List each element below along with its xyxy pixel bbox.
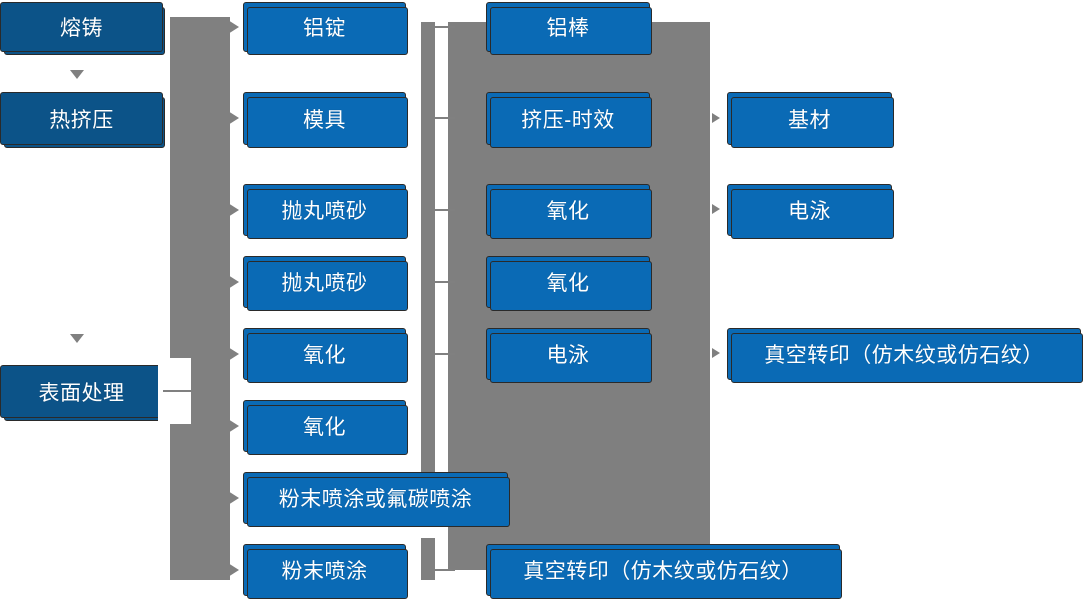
output-label: 真空转印（仿木纹或仿石纹） — [764, 344, 1044, 367]
stage-label: 表面处理 — [38, 381, 125, 405]
rail-tick-2 — [435, 117, 455, 119]
rail-tick-4 — [435, 281, 455, 283]
treatment-box-extrusion-aging[interactable]: 挤压-时效 — [486, 92, 652, 148]
material-box-powder-coating[interactable]: 粉末喷涂 — [243, 544, 408, 599]
output-box-substrate[interactable]: 基材 — [727, 92, 894, 148]
trunk-arrow-to-material-2 — [228, 111, 239, 125]
stage-box-surface-treatment[interactable]: 表面处理 — [0, 365, 165, 421]
trunk-down-arrow-1 — [70, 70, 84, 79]
output-label: 电泳 — [788, 200, 831, 223]
rail-tick-7 — [435, 569, 455, 571]
panel-arrow-to-output-1 — [712, 113, 720, 123]
stage-label: 热挤压 — [49, 108, 114, 132]
material-box-shot-blasting-2[interactable]: 抛丸喷砂 — [243, 256, 408, 311]
treatment-label: 氧化 — [546, 200, 590, 223]
material-label: 氧化 — [303, 344, 346, 367]
rail-tick-1 — [435, 26, 455, 28]
middle-rail-lower — [421, 538, 435, 580]
treatment-label: 真空转印（仿木纹或仿石纹） — [523, 560, 803, 583]
material-box-oxidation-2[interactable]: 氧化 — [243, 400, 408, 455]
stage-box-melting-casting[interactable]: 熔铸 — [0, 2, 165, 55]
treatment-box-electrophoresis[interactable]: 电泳 — [486, 328, 652, 383]
trunk-arrow-to-material-4 — [228, 275, 239, 289]
material-box-oxidation-1[interactable]: 氧化 — [243, 328, 408, 383]
material-label: 模具 — [303, 108, 346, 132]
rail-tick-3 — [435, 209, 455, 211]
trunk-arrow-to-material-7 — [228, 491, 239, 505]
material-label: 粉末喷涂或氟碳喷涂 — [278, 488, 473, 511]
treatment-label: 电泳 — [546, 344, 590, 367]
material-label: 抛丸喷砂 — [281, 200, 368, 223]
trunk-lower-segment — [170, 424, 230, 580]
treatment-box-vacuum-transfer-printing[interactable]: 真空转印（仿木纹或仿石纹） — [486, 544, 842, 599]
surface-treatment-connector — [163, 390, 193, 392]
output-label: 基材 — [788, 108, 831, 132]
material-label: 抛丸喷砂 — [281, 272, 368, 295]
trunk-arrow-to-material-1 — [228, 20, 239, 34]
stage-box-hot-extrusion[interactable]: 热挤压 — [0, 92, 165, 148]
treatment-box-oxidation-1[interactable]: 氧化 — [486, 184, 652, 239]
middle-rail — [421, 22, 435, 522]
material-label: 粉末喷涂 — [281, 560, 368, 583]
material-box-aluminum-ingot[interactable]: 铝锭 — [243, 2, 408, 55]
material-box-powder-or-fluorocarbon-coating[interactable]: 粉末喷涂或氟碳喷涂 — [243, 472, 510, 527]
treatment-label: 挤压-时效 — [521, 108, 615, 132]
treatment-box-oxidation-2[interactable]: 氧化 — [486, 256, 652, 311]
output-box-electrophoresis[interactable]: 电泳 — [727, 184, 894, 239]
trunk-arrow-to-material-5 — [228, 347, 239, 361]
trunk-down-arrow-2 — [70, 334, 84, 343]
material-label: 氧化 — [303, 416, 346, 439]
panel-arrow-to-output-2 — [712, 204, 720, 214]
stage-label: 熔铸 — [60, 17, 103, 40]
panel-arrow-to-output-3 — [712, 348, 720, 358]
material-box-mold[interactable]: 模具 — [243, 92, 408, 148]
treatment-box-aluminum-bar[interactable]: 铝棒 — [486, 2, 652, 55]
trunk-arrow-to-material-3 — [228, 203, 239, 217]
output-box-vacuum-transfer-printing[interactable]: 真空转印（仿木纹或仿石纹） — [727, 328, 1083, 383]
treatment-label: 铝棒 — [546, 17, 590, 40]
material-label: 铝锭 — [303, 17, 346, 40]
trunk-arrow-to-material-8 — [228, 563, 239, 577]
rail-tick-5 — [435, 353, 455, 355]
material-box-shot-blasting-1[interactable]: 抛丸喷砂 — [243, 184, 408, 239]
treatment-label: 氧化 — [546, 272, 590, 295]
trunk-arrow-to-material-6 — [228, 419, 239, 433]
